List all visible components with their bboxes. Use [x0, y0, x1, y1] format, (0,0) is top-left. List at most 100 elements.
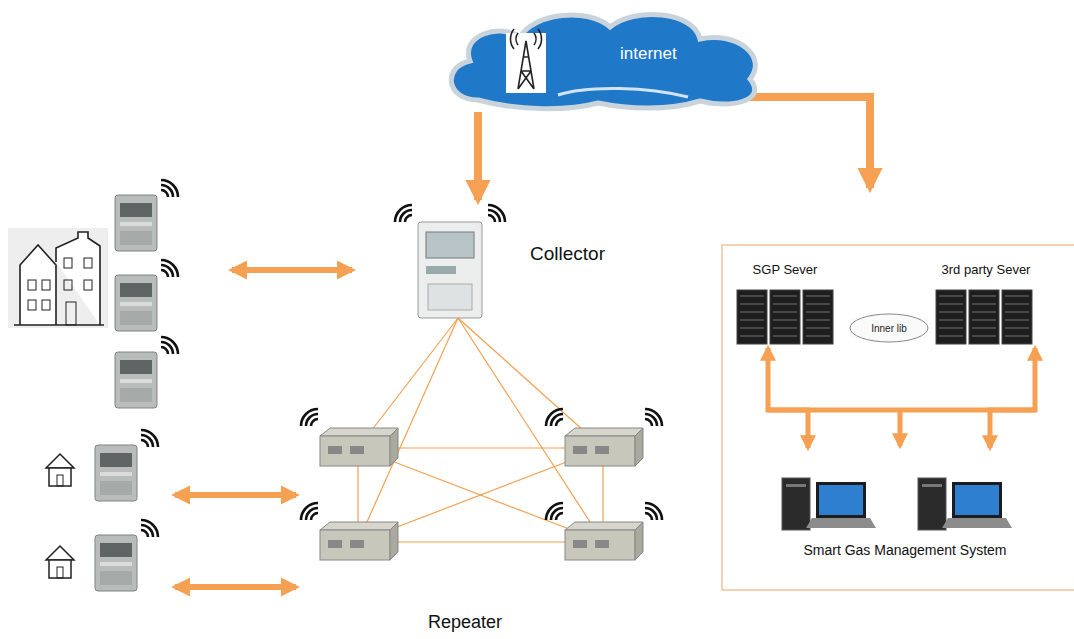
meter-label [120, 379, 152, 383]
laptop-base [942, 518, 1012, 528]
server-slot [1005, 311, 1029, 312]
wifi-arc [161, 190, 168, 197]
wifi-arc [645, 409, 662, 426]
repeater-top [320, 428, 398, 436]
laptop-screen [955, 485, 999, 515]
door [57, 567, 63, 578]
wifi-arc [556, 419, 563, 426]
apartment-buildings [8, 228, 108, 328]
server-slot [1005, 303, 1029, 304]
flow-arrow [768, 348, 808, 448]
meter-label [100, 472, 132, 476]
gas-meter [95, 430, 158, 501]
gas-meter [95, 520, 158, 591]
house [46, 454, 74, 486]
server-slot [1005, 295, 1029, 296]
repeater-top [565, 428, 643, 436]
meter-label [100, 562, 132, 566]
collector-display [426, 232, 474, 258]
server-cabinet [1002, 290, 1032, 344]
wifi-signal [645, 409, 662, 426]
pc-drive [786, 484, 806, 487]
flow-arrow [474, 112, 482, 200]
repeater-body [565, 436, 635, 466]
double-arrow [175, 584, 296, 590]
gas-meter [115, 260, 178, 331]
building-outline [14, 232, 104, 325]
group-label: Repeater [428, 612, 502, 633]
server-slot [1005, 319, 1029, 320]
repeater-side [390, 522, 398, 560]
window [28, 300, 36, 310]
panel-frame [722, 245, 1074, 590]
window [64, 258, 72, 268]
meter-panel [120, 388, 152, 402]
pc-drive [922, 484, 942, 487]
server-slot [806, 335, 830, 336]
pc-tower [918, 478, 946, 530]
wifi-arc [141, 430, 158, 447]
server-slot [740, 327, 764, 328]
window [64, 280, 72, 290]
bus-arrow [898, 410, 903, 446]
wifi-arc [488, 215, 495, 222]
wifi-arc [546, 409, 563, 426]
pc-tower [782, 478, 810, 530]
wifi-arc [301, 503, 318, 520]
roof [46, 546, 74, 560]
meter-display [120, 360, 152, 374]
node-label: SGP Sever [753, 262, 818, 277]
building-ground [8, 228, 108, 328]
wifi-arc [311, 419, 318, 426]
uplink-arrow [660, 97, 870, 188]
workstation [918, 478, 1012, 530]
server-slot [773, 311, 797, 312]
wifi-arc [161, 185, 173, 197]
wifi-arc [405, 215, 412, 222]
meter-display [100, 543, 132, 557]
repeater-body [320, 436, 390, 466]
repeater-port [350, 540, 364, 548]
wifi-arc [306, 508, 318, 520]
cloud-outline [451, 15, 755, 109]
node-box: Inner lib [848, 312, 930, 344]
door [66, 302, 76, 325]
cloud-shape [438, 5, 770, 112]
server-slot [806, 303, 830, 304]
server-slot [806, 295, 830, 296]
repeater-body [565, 530, 635, 560]
wifi-arc [546, 503, 563, 520]
repeater-port [350, 446, 364, 454]
laptop-screen [819, 485, 863, 515]
node-box: SGP Sever [730, 262, 840, 348]
wifi-arc [488, 210, 500, 222]
cloud-highlight [558, 88, 688, 97]
meter-panel [100, 571, 132, 585]
server-slot [972, 311, 996, 312]
double-arrow [175, 492, 296, 498]
repeater-side [635, 428, 643, 466]
node-label: 3rd party Sever [942, 262, 1031, 277]
wifi-arc [311, 513, 318, 520]
meter-label [120, 302, 152, 306]
wifi-arc [301, 409, 318, 426]
repeater-body [320, 530, 390, 560]
collector-meter [395, 205, 505, 318]
wifi-arc [645, 503, 662, 520]
server-cabinet [737, 290, 767, 344]
server-cabinet [803, 290, 833, 344]
server-slot [972, 295, 996, 296]
server-slot [1005, 327, 1029, 328]
wifi-arc [306, 414, 318, 426]
collector-body [418, 222, 482, 318]
node-box: 3rd party Sever [926, 262, 1046, 348]
server-slot [939, 335, 963, 336]
node-box: internet [438, 5, 770, 112]
server-slot [740, 311, 764, 312]
wifi-arc [141, 435, 153, 447]
server-slot [740, 295, 764, 296]
meter-body [95, 535, 137, 591]
gas-meter [115, 337, 178, 408]
window [28, 280, 36, 290]
meter-label [120, 222, 152, 226]
